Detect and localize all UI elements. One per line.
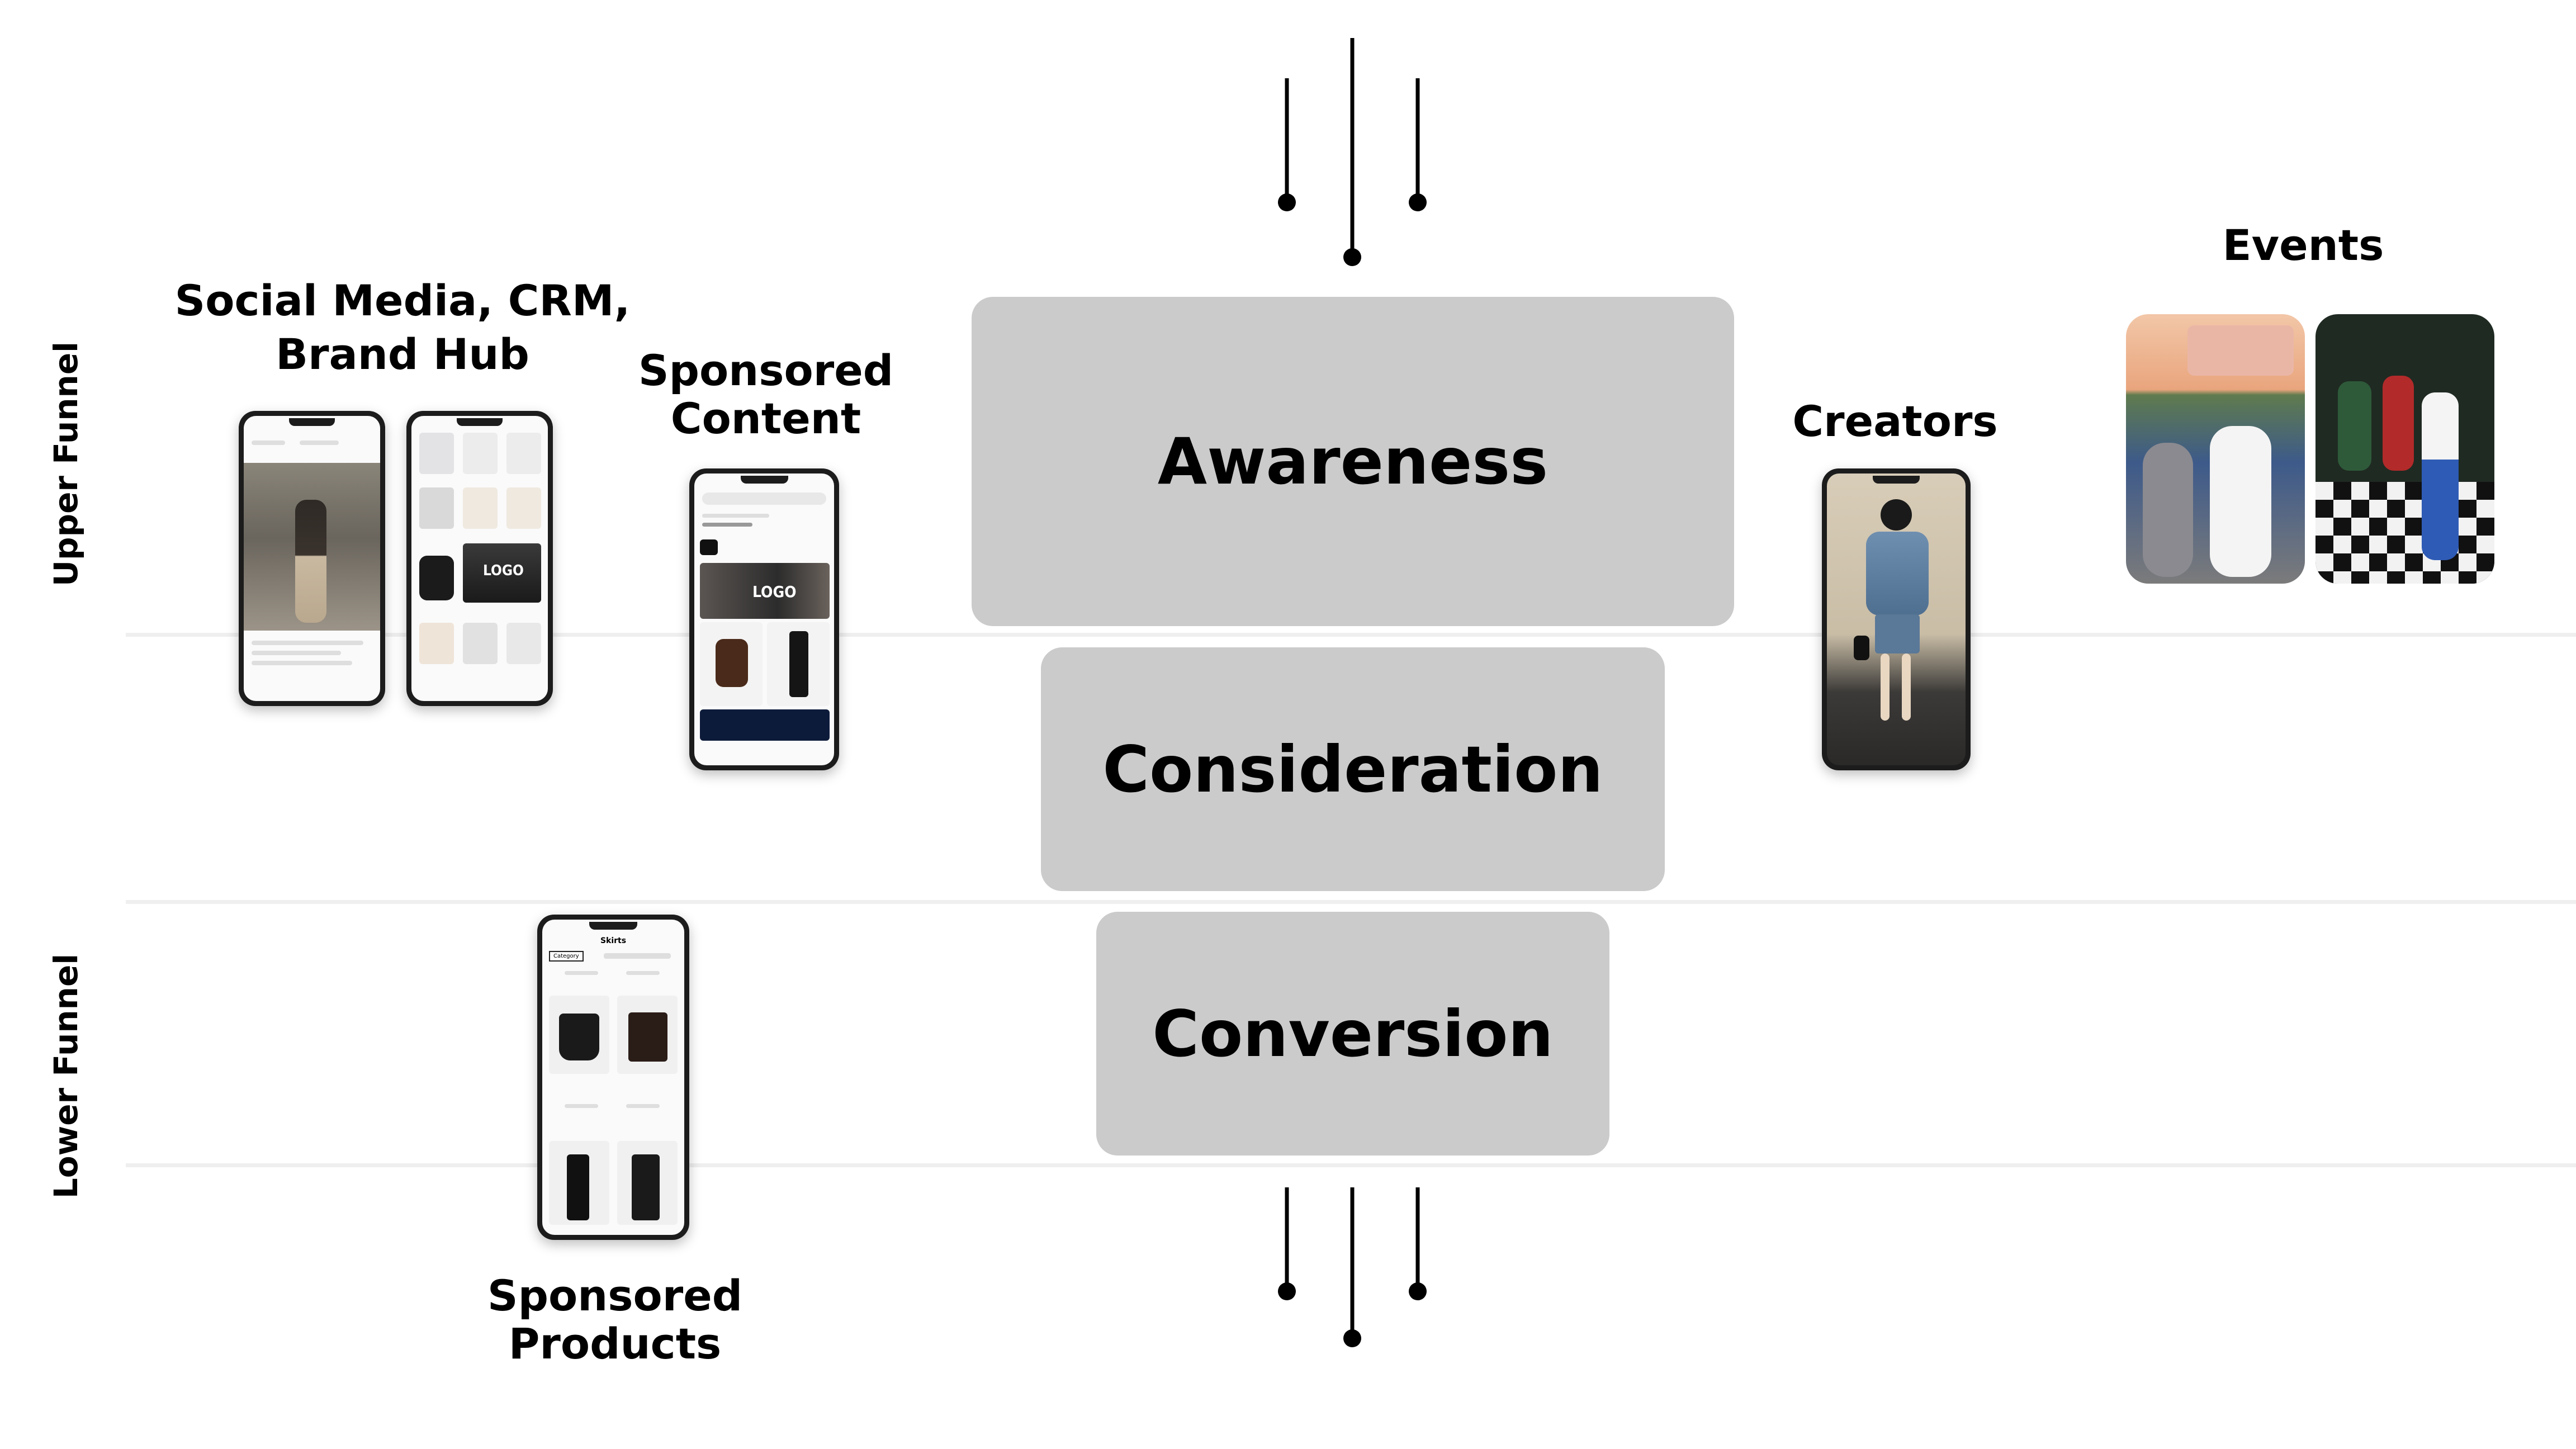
consideration-stage: Consideration xyxy=(1041,647,1665,891)
brand-hub-phone: LOGO xyxy=(406,411,553,706)
sponsored-banner xyxy=(700,563,830,619)
conversion-stage: Conversion xyxy=(1096,912,1609,1156)
creators-title: Creators xyxy=(1792,396,1998,446)
sponsored-products-phone: Skirts Category xyxy=(537,915,689,1240)
social-media-title: Social Media, CRM, Brand Hub xyxy=(174,276,631,379)
creator-phone xyxy=(1822,468,1971,770)
row-divider-top xyxy=(126,633,2576,637)
logo-text: LOGO xyxy=(483,562,524,579)
event-photo-festival xyxy=(2126,314,2305,584)
skirt-item-1 xyxy=(559,1014,599,1060)
search-bar xyxy=(702,493,826,505)
events-title: Events xyxy=(2222,220,2384,270)
sponsored-products-title: Sponsored Products xyxy=(487,1271,743,1368)
awareness-stage: Awareness xyxy=(972,297,1734,626)
social-profile-phone xyxy=(239,411,385,706)
consideration-label: Consideration xyxy=(1102,732,1603,807)
brand-banner xyxy=(463,543,541,603)
row-divider-bottom xyxy=(126,1163,2576,1167)
conversion-label: Conversion xyxy=(1152,996,1554,1071)
row-divider-middle xyxy=(126,900,2576,904)
sponsored-content-phone: LOGO xyxy=(689,468,839,770)
skirt-item-2 xyxy=(628,1012,667,1062)
skirts-title: Skirts xyxy=(600,936,627,945)
bottom-connector-lines xyxy=(1278,1187,1427,1347)
awareness-label: Awareness xyxy=(1157,424,1549,499)
sponsored-content-title: Sponsored Content xyxy=(638,345,894,443)
top-connector-lines xyxy=(1278,38,1427,266)
upper-funnel-label: Upper Funnel xyxy=(47,341,85,587)
sponsored-logo-text: LOGO xyxy=(752,583,797,601)
category-chip: Category xyxy=(549,951,584,962)
event-photo-runway xyxy=(2315,314,2494,584)
lower-funnel-label: Lower Funnel xyxy=(47,953,85,1199)
denim-jacket xyxy=(1866,532,1929,615)
